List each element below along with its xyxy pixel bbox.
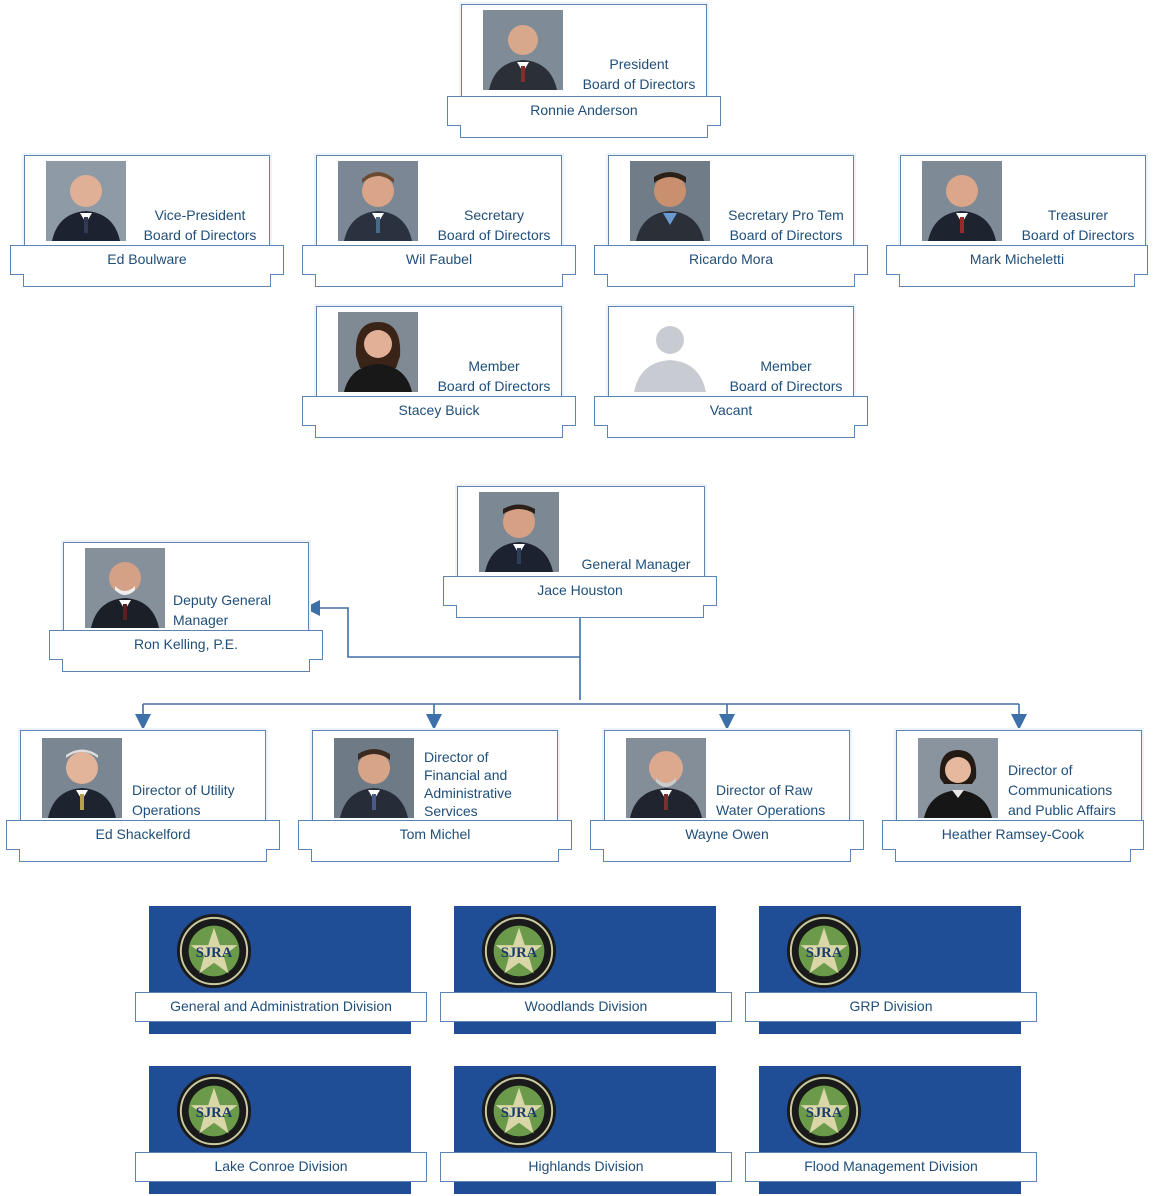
title-line-1: Member <box>468 358 520 374</box>
seal-text: SJRA <box>196 1105 233 1121</box>
division-name: Lake Conroe Division <box>214 1158 348 1174</box>
title-line-1: Director of Raw <box>716 782 813 798</box>
title-line-2: Board of Directors <box>143 227 257 243</box>
person-photo-icon <box>918 738 998 818</box>
title-line-1: President <box>609 56 669 72</box>
title-line-2: Operations <box>132 802 201 818</box>
person-photo-icon <box>483 10 563 90</box>
division-woodlands: SJRA Woodlands Division <box>440 906 732 1036</box>
person-photo-icon <box>922 161 1002 241</box>
title-line-2: Water Operations <box>716 802 826 818</box>
title-line-1: Director of <box>424 749 489 765</box>
card-director-raw-water: Director of Raw Water Operations Wayne O… <box>590 730 864 864</box>
person-name: Ron Kelling, P.E. <box>133 636 239 652</box>
person-name: Wayne Owen <box>685 826 769 842</box>
title-line-1: Director of Utility <box>132 782 235 798</box>
person-photo-icon <box>338 161 418 241</box>
card-member-vacant: Member Board of Directors Vacant <box>594 306 868 440</box>
division-flood-management: SJRA Flood Management Division <box>745 1066 1037 1196</box>
title-line-1: Secretary Pro Tem <box>728 207 844 223</box>
person-name: Ed Shackelford <box>95 826 191 842</box>
person-photo-icon <box>479 492 559 572</box>
card-secretary: Secretary Board of Directors Wil Faubel <box>302 155 576 289</box>
person-name: Ronnie Anderson <box>530 102 638 118</box>
seal-text: SJRA <box>501 1105 538 1121</box>
division-name: Flood Management Division <box>804 1158 978 1174</box>
division-highlands: SJRA Highlands Division <box>440 1066 732 1196</box>
person-photo-icon <box>626 738 706 818</box>
title-line-2: Financial and <box>424 767 508 783</box>
title-line-2: Board of Directors <box>582 76 696 92</box>
sjra-seal-icon: SJRA <box>786 913 862 989</box>
connector-gm-to-deputy <box>304 600 580 658</box>
seal-text: SJRA <box>501 945 538 961</box>
title-line-4: Services <box>424 803 478 819</box>
seal-text: SJRA <box>806 1105 843 1121</box>
person-name: Mark Micheletti <box>969 251 1065 267</box>
title-line-1: Deputy General <box>173 592 272 608</box>
person-silhouette-icon <box>630 312 710 392</box>
title-line-1: Director of <box>1008 762 1073 778</box>
person-name: Vacant <box>709 402 753 418</box>
person-name: Ed Boulware <box>107 251 187 267</box>
division-lake-conroe: SJRA Lake Conroe Division <box>135 1066 427 1196</box>
sjra-seal-icon: SJRA <box>481 913 557 989</box>
card-director-financial: Director of Financial and Administrative… <box>298 730 572 864</box>
title-line-3: Administrative <box>424 785 512 801</box>
title-line-2: Board of Directors <box>1021 227 1135 243</box>
title-line-1: Vice-President <box>154 207 246 223</box>
card-president: President Board of Directors Ronnie Ande… <box>447 4 721 138</box>
card-director-communications: Director of Communications and Public Af… <box>882 730 1155 864</box>
title-line-1: Treasurer <box>1047 207 1109 223</box>
person-photo-icon <box>334 738 414 818</box>
division-general-admin: SJRA General and Administration Division <box>135 906 427 1036</box>
seal-text: SJRA <box>806 945 843 961</box>
card-vice-president: Vice-President Board of Directors Ed Bou… <box>10 155 284 289</box>
person-name: Heather Ramsey-Cook <box>941 826 1085 842</box>
person-photo-icon <box>42 738 122 818</box>
person-name: Tom Michel <box>399 826 471 842</box>
division-name: General and Administration Division <box>170 998 392 1014</box>
title-line-1: General Manager <box>581 556 691 572</box>
title-line-2: Board of Directors <box>437 227 551 243</box>
person-name: Wil Faubel <box>405 251 473 267</box>
division-grp: SJRA GRP Division <box>745 906 1037 1036</box>
card-deputy-general-manager: Deputy General Manager Ron Kelling, P.E. <box>49 542 323 676</box>
title-line-2: Manager <box>173 612 229 628</box>
title-line-2: Board of Directors <box>729 227 843 243</box>
title-line-3: and Public Affairs <box>1008 802 1116 818</box>
seal-text: SJRA <box>196 945 233 961</box>
title-line-1: Secretary <box>464 207 524 223</box>
card-director-utility-operations: Director of Utility Operations Ed Shacke… <box>6 730 280 864</box>
card-secretary-pro-tem: Secretary Pro Tem Board of Directors Ric… <box>594 155 868 289</box>
person-name: Stacey Buick <box>398 402 480 418</box>
division-name: Woodlands Division <box>524 998 648 1014</box>
person-photo-icon <box>46 161 126 241</box>
sjra-seal-icon: SJRA <box>176 913 252 989</box>
title-line-1: Member <box>760 358 812 374</box>
card-general-manager: General Manager Jace Houston <box>443 486 717 620</box>
card-member-stacey: Member Board of Directors Stacey Buick <box>302 306 576 440</box>
title-line-2: Board of Directors <box>729 378 843 394</box>
person-photo-icon <box>85 548 165 628</box>
sjra-seal-icon: SJRA <box>786 1073 862 1149</box>
person-photo-icon <box>338 312 418 392</box>
sjra-seal-icon: SJRA <box>176 1073 252 1149</box>
sjra-seal-icon: SJRA <box>481 1073 557 1149</box>
title-line-2: Board of Directors <box>437 378 551 394</box>
division-name: GRP Division <box>849 998 933 1014</box>
person-name: Ricardo Mora <box>688 251 774 267</box>
title-line-2: Communications <box>1008 782 1113 798</box>
person-name: Jace Houston <box>537 582 623 598</box>
person-photo-icon <box>630 161 710 241</box>
division-name: Highlands Division <box>528 1158 644 1174</box>
card-treasurer: Treasurer Board of Directors Mark Michel… <box>886 155 1155 289</box>
